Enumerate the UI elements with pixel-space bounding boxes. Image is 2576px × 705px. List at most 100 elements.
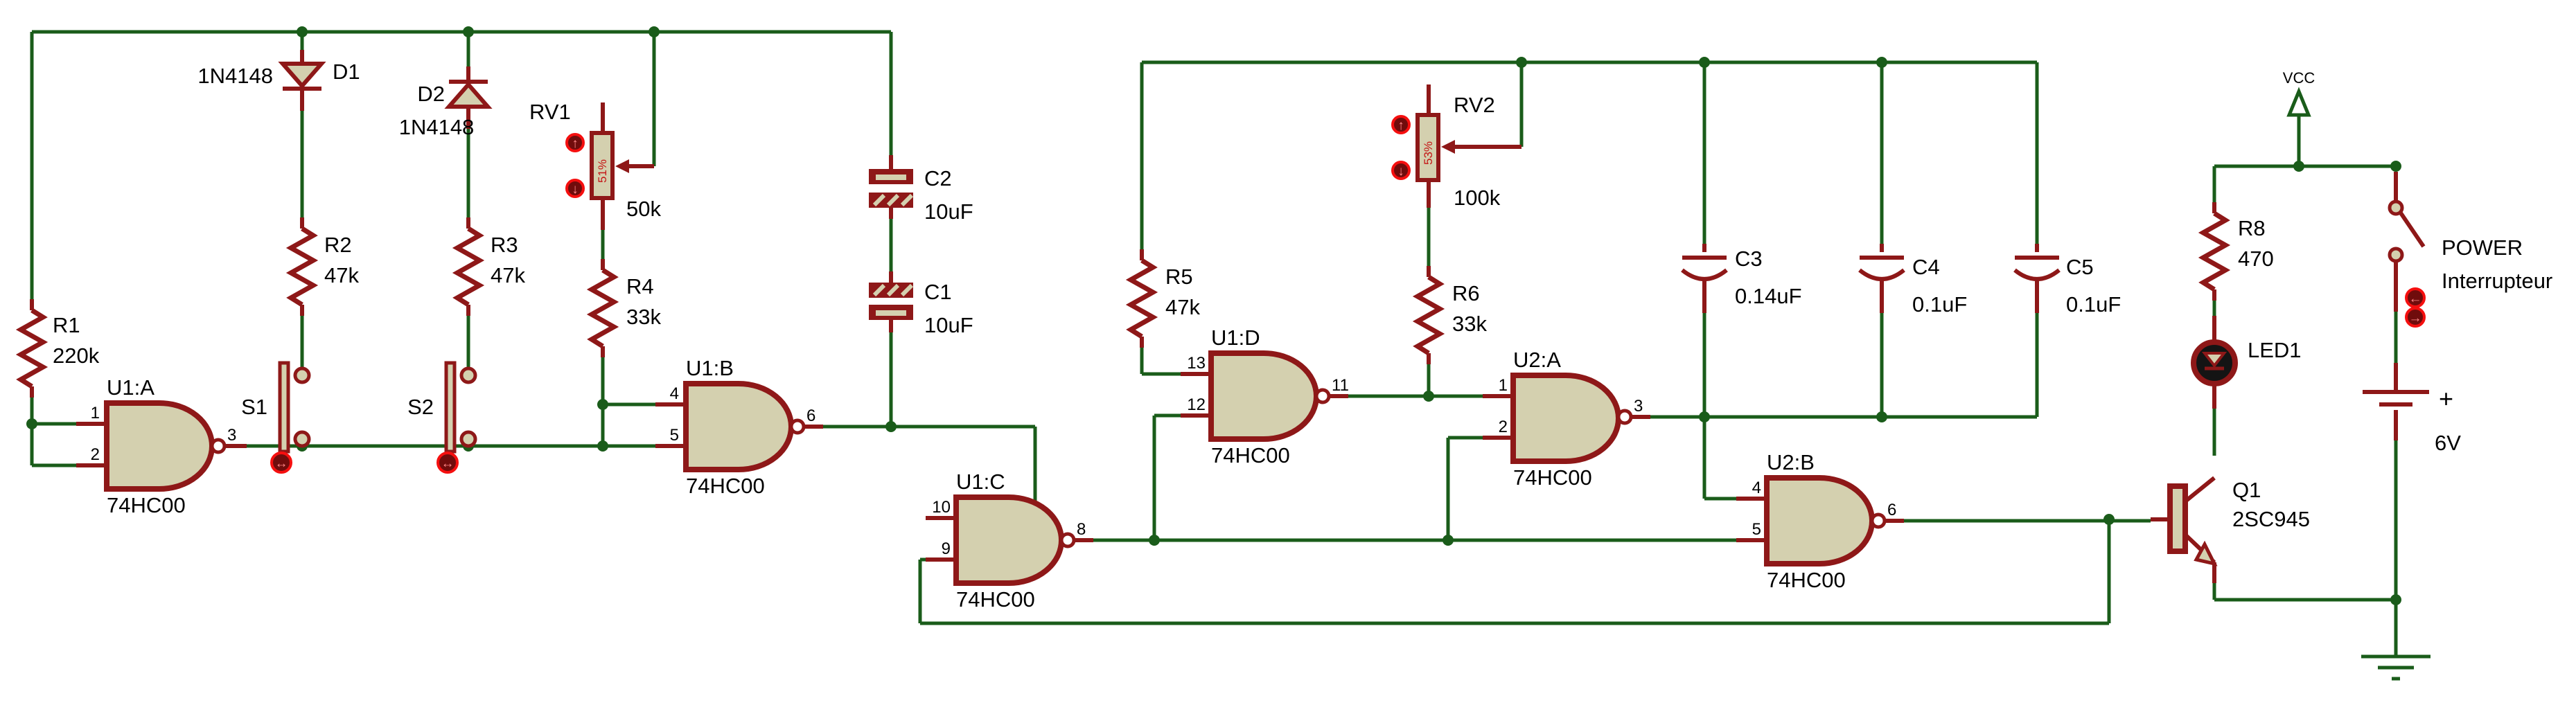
- diode-D1[interactable]: 1N4148 D1: [197, 60, 360, 91]
- base-bar: [2167, 483, 2188, 554]
- pin-number: 6: [1887, 501, 1896, 519]
- pin-number: 3: [1634, 397, 1643, 416]
- capacitor-C1[interactable]: C1 10uF: [869, 280, 973, 337]
- drag-marker-glyph: ↔: [441, 456, 455, 471]
- capacitor-C2[interactable]: C2 10uF: [869, 166, 973, 224]
- value-label: 47k: [491, 263, 525, 287]
- capacitor-C4[interactable]: C4 0.1uF: [1858, 255, 1967, 316]
- pin-number: 4: [1752, 479, 1761, 497]
- junction-dot: [2103, 514, 2115, 525]
- resistor-R6[interactable]: R6 33k: [1412, 275, 1487, 355]
- diode-D2[interactable]: D2 1N4148: [399, 80, 493, 139]
- value-label: 1N4148: [399, 115, 475, 139]
- battery[interactable]: + 6V: [2363, 384, 2461, 455]
- pot-down-marker[interactable]: [565, 179, 585, 198]
- up-arrow-glyph: ↑: [572, 136, 579, 151]
- resistor-R5[interactable]: R5 47k: [1125, 258, 1200, 339]
- pot-up-marker[interactable]: [565, 133, 585, 152]
- cap-hatch-lines: [872, 283, 914, 297]
- led-diode-triangle: [2201, 352, 2227, 368]
- switch-S1[interactable]: ↔ S1: [241, 361, 311, 474]
- vcc-symbol: VCC: [2283, 69, 2315, 117]
- value-label: 10uF: [924, 199, 973, 224]
- down-arrow-glyph: ↓: [1397, 164, 1404, 179]
- ref-label: C1: [924, 280, 952, 304]
- resistor-R1[interactable]: R1 220k: [15, 308, 100, 389]
- value-label: Interrupteur: [2442, 269, 2552, 293]
- value-label: 50k: [626, 197, 661, 221]
- value-label: 1N4148: [197, 64, 273, 88]
- gate-U1B[interactable]: U1:B 74HC00 4 5 6: [670, 356, 816, 498]
- ref-label: RV2: [1454, 93, 1495, 117]
- potentiometer-RV1[interactable]: ↑ ↓ 51% RV1 50k: [529, 100, 661, 221]
- vcc-arrow-icon: [2286, 87, 2311, 117]
- junction-dot: [1443, 535, 1454, 546]
- gate-U2B[interactable]: U2:B 74HC00 4 5 6: [1752, 450, 1897, 592]
- junction-dot: [463, 26, 474, 37]
- pin-number: 4: [670, 384, 679, 403]
- toggle-right-marker[interactable]: [2405, 307, 2426, 328]
- resistor-zigzag: [452, 226, 485, 307]
- resistor-R3[interactable]: R3 47k: [452, 226, 525, 307]
- led-LED1[interactable]: LED1: [2191, 338, 2302, 386]
- invert-bubble-icon: [789, 418, 806, 435]
- drag-marker-icon[interactable]: [270, 452, 292, 474]
- polarity-label: +: [2439, 384, 2453, 413]
- resistor-R4[interactable]: R4 33k: [586, 268, 661, 348]
- nand-body: [1764, 475, 1875, 566]
- ground-symbol: [2361, 654, 2431, 681]
- resistor-R2[interactable]: R2 47k: [285, 226, 359, 307]
- ref-label: Q1: [2232, 478, 2261, 502]
- emitter-arrow-icon: [2194, 540, 2218, 566]
- button-pad: [293, 430, 311, 448]
- cap-curved-plate: [2013, 268, 2061, 281]
- ref-label: C5: [2066, 255, 2094, 279]
- invert-bubble-icon: [1314, 388, 1331, 404]
- potentiometer-RV2[interactable]: ↑ ↓ 53% RV2 100k: [1391, 93, 1501, 210]
- gate-U1D[interactable]: U1:D 74HC00 13 12 11: [1187, 325, 1349, 467]
- pin-number: 11: [1332, 376, 1349, 395]
- pin-number: 3: [227, 426, 236, 445]
- invert-bubble-icon: [210, 438, 227, 454]
- capacitor-C5[interactable]: C5 0.1uF: [2013, 255, 2121, 316]
- drag-marker-icon[interactable]: [436, 452, 459, 474]
- switch-arm: [2398, 211, 2426, 248]
- resistor-R8[interactable]: R8 470: [2198, 211, 2274, 292]
- gate-U1A[interactable]: U1:A 74HC00 1 2 3: [91, 375, 237, 517]
- vcc-label: VCC: [2283, 69, 2315, 87]
- gate-U1C[interactable]: U1:C 74HC00 10 9 8: [932, 470, 1086, 612]
- gate-name: U1:C: [956, 470, 1005, 494]
- wiper-percent: 53%: [1422, 141, 1435, 165]
- capacitor-C3[interactable]: C3 0.14uF: [1681, 247, 1802, 308]
- ref-label: D2: [417, 82, 445, 106]
- switch-pad: [2388, 199, 2404, 216]
- pin-number: 2: [1499, 418, 1508, 436]
- pin-number: 13: [1187, 354, 1206, 373]
- drag-marker-glyph: ↔: [275, 456, 288, 471]
- transistor-Q1[interactable]: Q1 2SC945: [2167, 476, 2310, 566]
- gate-U2A[interactable]: U2:A 74HC00 1 2 3: [1499, 348, 1643, 490]
- junction-dot: [1423, 391, 1434, 402]
- left-arrow-glyph: ←: [2409, 292, 2422, 306]
- ref-label: RV1: [529, 100, 571, 124]
- value-label: 47k: [324, 263, 359, 287]
- junction-dot: [649, 26, 660, 37]
- cap-plate-core: [876, 175, 906, 180]
- pot-down-marker[interactable]: [1391, 161, 1411, 180]
- power-switch[interactable]: ← → POWER Interrupteur: [2388, 199, 2552, 328]
- junction-dot: [1876, 57, 1887, 68]
- invert-bubble-icon: [1059, 532, 1076, 548]
- value-label: 470: [2238, 247, 2274, 271]
- wiper-arrow-icon: [615, 159, 629, 173]
- pot-body: [1415, 113, 1440, 182]
- pot-up-marker[interactable]: [1391, 115, 1411, 134]
- ref-label: C3: [1735, 247, 1763, 271]
- pin-number: 12: [1187, 395, 1206, 414]
- pin-number: 5: [670, 426, 679, 445]
- pin-number: 2: [91, 445, 100, 464]
- button-pad: [459, 430, 477, 448]
- junction-dot: [1699, 411, 1710, 422]
- value-label: 100k: [1454, 186, 1501, 210]
- switch-S2[interactable]: ↔ S2: [407, 361, 477, 474]
- ref-label: S1: [241, 395, 267, 419]
